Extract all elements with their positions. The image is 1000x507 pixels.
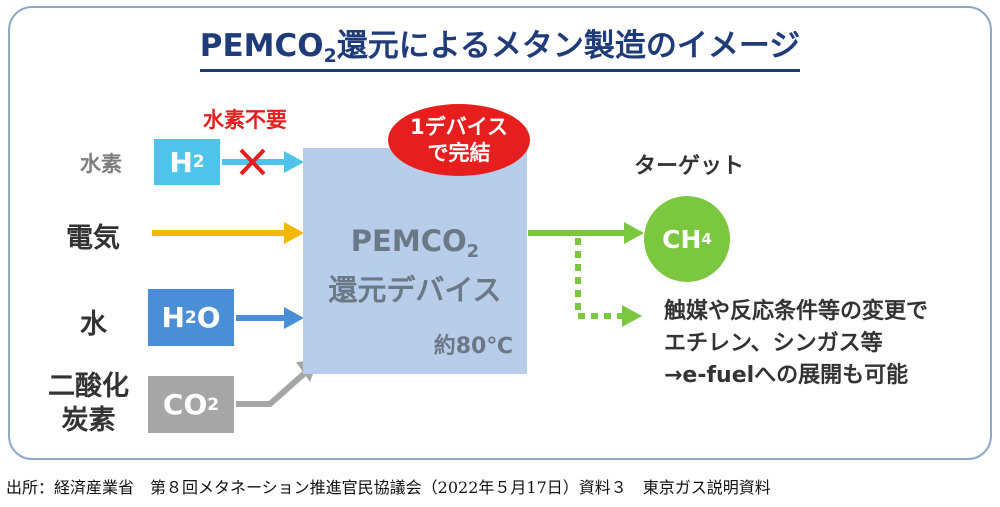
diagram-title: PEMCO2還元によるメタン製造のイメージ — [0, 20, 1000, 72]
device-name: PEMCO2 還元デバイス — [328, 224, 502, 307]
pemco2-device: PEMCO2 還元デバイス 約80℃ — [303, 148, 527, 374]
electricity-label: 電気 — [66, 223, 120, 254]
methane-arrowhead — [624, 222, 644, 244]
device-temperature: 約80℃ — [433, 334, 513, 359]
hydrogen-label: 水素 — [80, 152, 122, 176]
water-arrowhead — [284, 307, 304, 329]
branch-arrowhead — [622, 305, 642, 327]
co2-label: 二酸化 炭素 — [48, 371, 129, 436]
cross-icon — [239, 148, 266, 176]
hydrogen-not-needed-note: 水素不要 — [203, 108, 287, 132]
alternatives-note: 触媒や反応条件等の変更で エチレン、シンガス等 →e-fuelへの展開も可能 — [664, 299, 929, 388]
electricity-arrowhead — [284, 222, 304, 244]
co2-arrow — [236, 369, 308, 407]
water-label: 水 — [80, 309, 107, 340]
single-device-badge: 1デバイス で完結 — [388, 104, 530, 176]
hydrogen-arrowhead — [284, 151, 304, 173]
target-label: ターゲット — [634, 154, 745, 179]
source-citation: 出所：経済産業省 第８回メタネーション推進官民協議会（2022年５月17日）資料… — [6, 478, 771, 497]
